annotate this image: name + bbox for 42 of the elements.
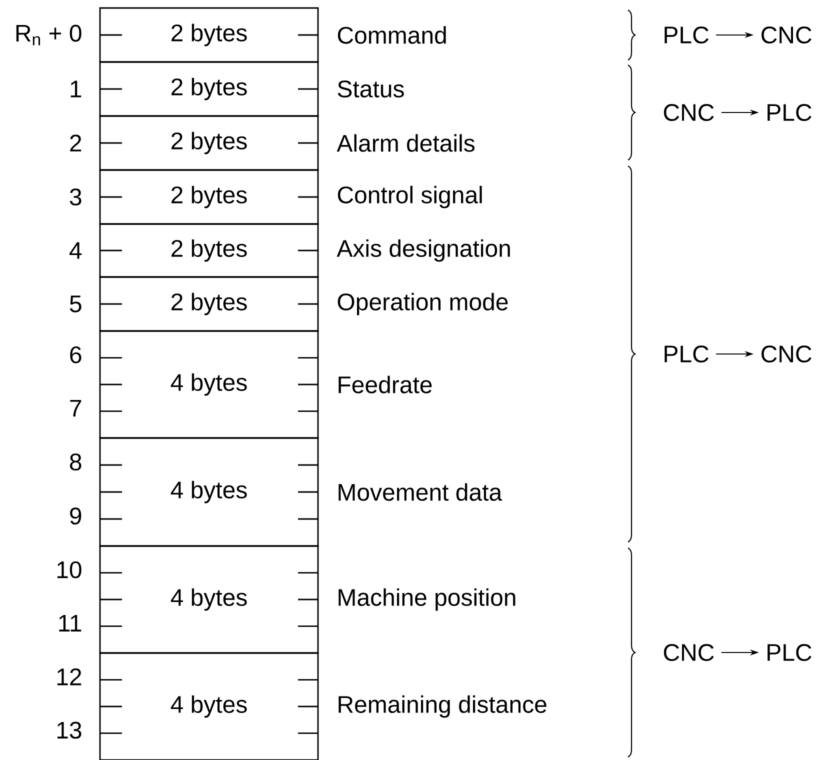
direction-label: CNC — [762, 26, 812, 44]
memory-cell: 4 bytes — [99, 330, 319, 439]
field-name: Operation mode — [338, 292, 508, 316]
address-label: 8 — [70, 454, 82, 470]
address-label: R$_{n}$ + 0 — [16, 24, 82, 46]
field-name: Command — [338, 26, 446, 44]
direction-label: PLC — [768, 104, 812, 121]
address-label: 6 — [70, 346, 82, 364]
field-name: Remaining distance — [338, 695, 546, 718]
direction-label: PLC — [664, 346, 708, 362]
address-label: 13 — [57, 722, 82, 739]
address-label: 12 — [57, 668, 82, 686]
address-label: 3 — [70, 188, 82, 206]
address-label: 10 — [57, 561, 82, 578]
address-label: 5 — [70, 296, 82, 312]
field-name: Status — [338, 80, 404, 98]
direction-label: CNC — [664, 644, 714, 661]
address-label: 7 — [70, 400, 82, 416]
field-name: Alarm details — [336, 134, 475, 152]
address-label: 2 — [70, 134, 82, 152]
memory-cell: 2 bytes — [99, 276, 319, 332]
memory-cell: 4 bytes — [99, 545, 319, 654]
address-label: 9 — [70, 508, 82, 524]
memory-cell: 2 bytes — [99, 7, 319, 63]
field-name: Control signal — [338, 186, 482, 208]
address-label: 4 — [70, 242, 82, 259]
memory-cell: 2 bytes — [99, 115, 319, 171]
direction-label: PLC — [768, 644, 812, 661]
memory-cell: 2 bytes — [99, 223, 319, 278]
direction-label: PLC — [664, 26, 708, 44]
memory-cell: 2 bytes — [99, 61, 319, 117]
memory-cell: 2 bytes — [99, 169, 319, 225]
address-label: 1 — [70, 80, 82, 98]
field-name: Movement data — [338, 483, 502, 501]
field-name: Machine position — [338, 588, 516, 611]
memory-cell: 4 bytes — [99, 652, 319, 760]
direction-label: CNC — [762, 346, 812, 362]
direction-label: CNC — [664, 104, 714, 121]
memory-cell: 4 bytes — [99, 437, 319, 547]
field-name: Feedrate — [338, 376, 432, 394]
field-name: Axis designation — [336, 239, 510, 262]
address-label: 11 — [59, 614, 82, 632]
